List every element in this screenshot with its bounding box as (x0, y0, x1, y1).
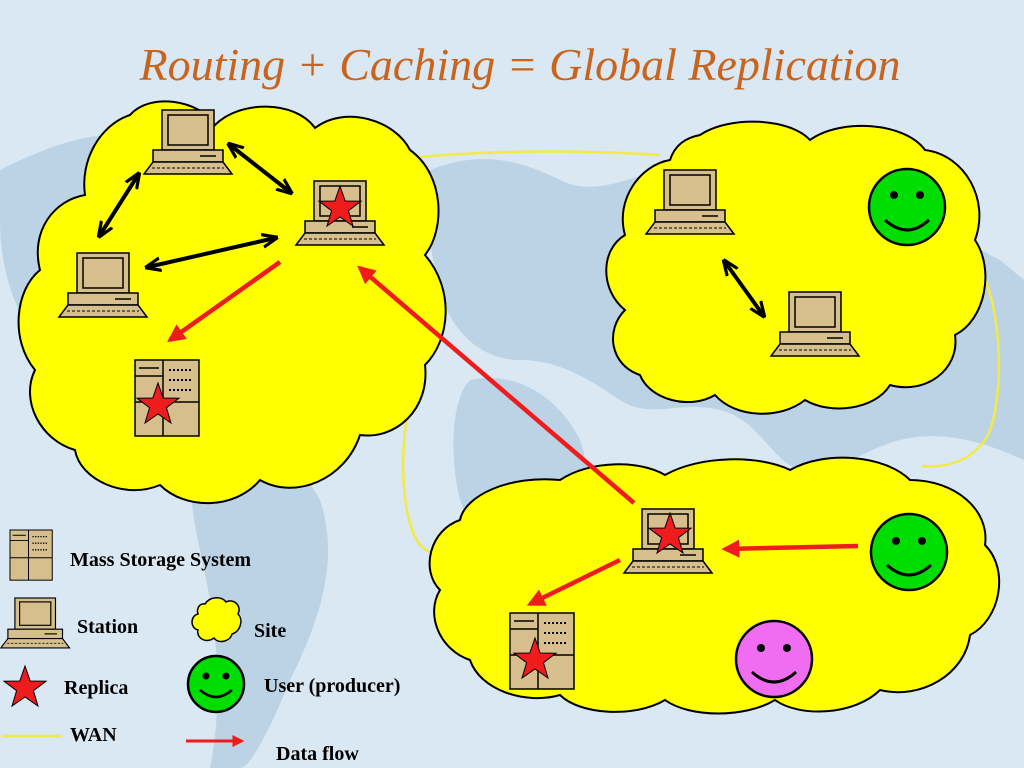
legend-replica: Replica (64, 677, 128, 699)
cloud-site-icon (191, 597, 242, 643)
replica-star-icon (2, 664, 48, 708)
page-title: Routing + Caching = Global Replication (139, 39, 901, 90)
legend-wan: WAN (70, 724, 117, 746)
mass-storage-icon (9, 529, 53, 581)
smiley-consumer-icon (734, 619, 814, 699)
station-links (100, 145, 763, 315)
smiley-user-icon (186, 654, 246, 714)
legend-station: Station (77, 616, 138, 638)
legend-site: Site (254, 620, 286, 642)
legend: Mass Storage System Station Site Replica… (0, 529, 400, 765)
legend-mass-storage: Mass Storage System (70, 549, 251, 571)
legend-user: User (producer) (264, 675, 400, 697)
mass-storage-bottom (509, 612, 575, 690)
site-cloud-right (605, 120, 987, 415)
smiley-user-icon (869, 512, 949, 592)
data-flow-arrows (167, 260, 859, 607)
legend-data-flow: Data flow (276, 743, 359, 765)
smiley-user-icon (867, 167, 947, 247)
computer-station-icon (0, 597, 71, 649)
